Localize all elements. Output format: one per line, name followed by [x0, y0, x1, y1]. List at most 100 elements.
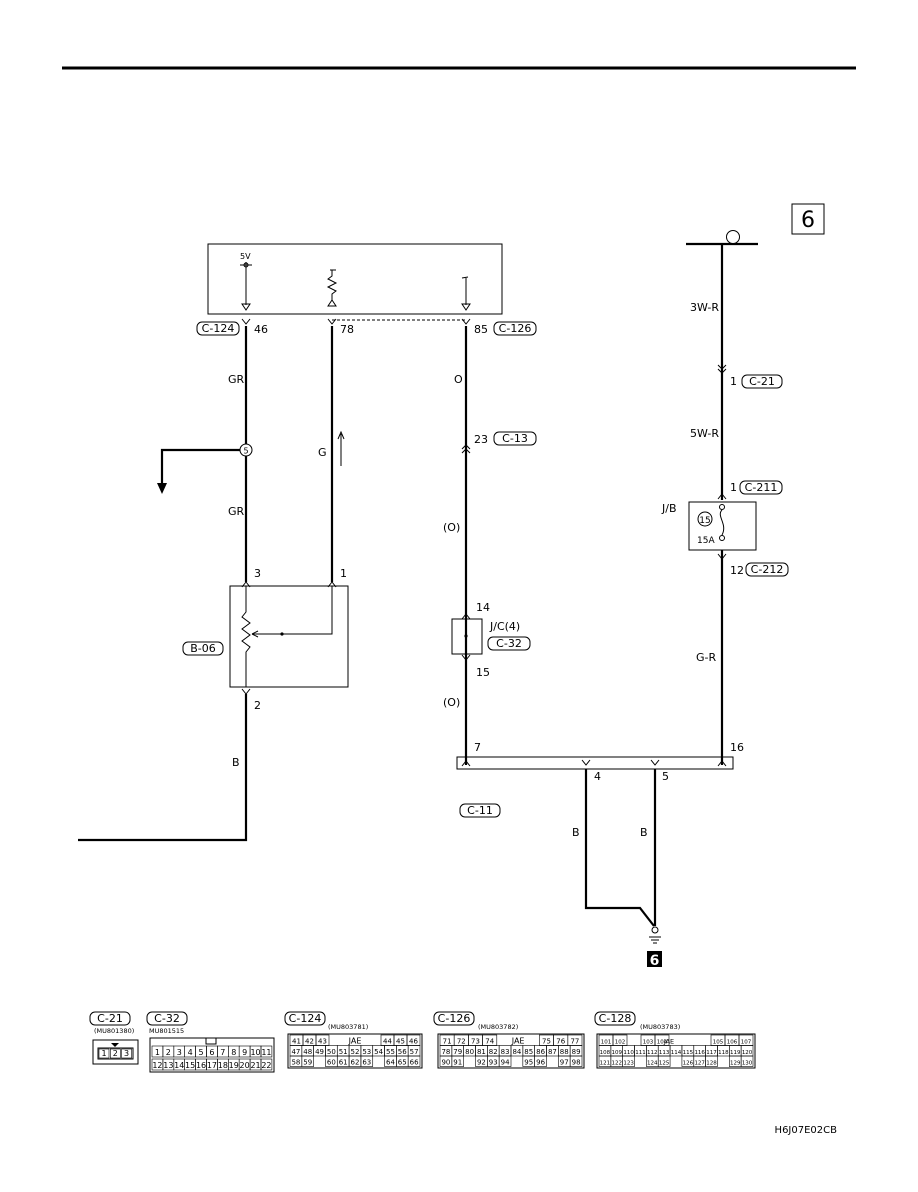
pin-label: 57 [410, 1048, 419, 1056]
svg-text:C-126: C-126 [438, 1012, 471, 1025]
wire-b-ground [78, 694, 248, 842]
wire-color-gr-2: GR [228, 505, 245, 518]
pin-label: 3 [177, 1048, 182, 1057]
pin-label: 64 [386, 1059, 395, 1067]
pin-label: 118 [718, 1050, 729, 1056]
pin-label: 83 [501, 1048, 510, 1056]
pin-label: 10 [250, 1048, 260, 1057]
pin-label: 104 [657, 1040, 668, 1046]
pin-label: 45 [396, 1038, 405, 1046]
pin-label: 2 [113, 1049, 118, 1058]
sensor-pin-3: 3 [254, 567, 261, 580]
pin-label: 127 [694, 1061, 705, 1067]
pin-label: 110 [623, 1050, 634, 1056]
terminal-4: 4 [594, 770, 601, 783]
svg-text:(MU801380): (MU801380) [94, 1027, 134, 1035]
pin-label: 11 [261, 1048, 271, 1057]
wire-color-b-1: B [232, 756, 240, 769]
connector-c126-tag: C-126 [493, 321, 537, 336]
connector-view-c128: C-128 (MU803783) [594, 1011, 756, 1069]
pin-label: 106 [727, 1040, 738, 1046]
svg-text:B-06: B-06 [190, 642, 216, 655]
pin-label: 47 [291, 1048, 300, 1056]
pin-label: 43 [318, 1038, 327, 1046]
pin-label: 95 [524, 1059, 533, 1067]
svg-text:C-126: C-126 [499, 322, 532, 335]
pin-label: 85 [524, 1048, 533, 1056]
pin-label: 75 [542, 1038, 551, 1046]
pin-label: 8 [231, 1048, 236, 1057]
pin-label: 71 [443, 1038, 452, 1046]
svg-text:C-124: C-124 [202, 322, 235, 335]
svg-text:C-21: C-21 [749, 375, 775, 388]
terminal-23: 23 [474, 433, 488, 446]
pin-cell [569, 1055, 583, 1067]
pin-label: 105 [713, 1040, 724, 1046]
connector-c21-tag: C-21 [741, 374, 783, 389]
pin-label: 82 [489, 1048, 498, 1056]
wire-color-g-r: G-R [696, 651, 716, 664]
pin-label: 97 [560, 1059, 569, 1067]
pin-label: 52 [351, 1048, 360, 1056]
wire-b-pin4 [584, 769, 655, 927]
page-number: 6 [801, 208, 815, 233]
pin-cell [98, 1048, 110, 1059]
pin-label: 126 [683, 1061, 694, 1067]
pin-label: 81 [477, 1048, 486, 1056]
pin-label: 122 [612, 1061, 623, 1067]
pin-label: 84 [512, 1048, 521, 1056]
terminal-14: 14 [476, 601, 490, 614]
connector-c13-tag: C-13 [493, 431, 537, 446]
svg-text:C-128: C-128 [599, 1012, 632, 1025]
svg-text:C-21: C-21 [97, 1012, 123, 1025]
pin-label: 96 [536, 1059, 545, 1067]
splice-5-label: 5 [243, 447, 248, 456]
ground-point-label: 6 [650, 953, 660, 969]
pin-label: 111 [635, 1050, 646, 1056]
connector-view-c21: C-21 (MU801380) [89, 1011, 139, 1065]
supply-5v-label: 5V [240, 252, 251, 261]
pin-label: 93 [489, 1059, 498, 1067]
c21-pin: 1 [730, 375, 737, 388]
pin-label: 79 [453, 1048, 462, 1056]
jb-label: J/B [661, 502, 677, 515]
pin-label: 77 [570, 1038, 579, 1046]
terminal-46: 46 [254, 323, 268, 336]
pin-label: 51 [339, 1048, 348, 1056]
pin-label: 63 [362, 1059, 371, 1067]
svg-text:C-211: C-211 [745, 481, 778, 494]
pin-label: 116 [694, 1050, 705, 1056]
pin-cell [301, 1055, 314, 1067]
svg-text:MU801515: MU801515 [149, 1027, 184, 1035]
connector-c211-tag: C-211 [739, 480, 783, 495]
pin-label: 9 [242, 1048, 247, 1057]
pin-label: 65 [398, 1059, 407, 1067]
svg-text:(MU803783): (MU803783) [640, 1023, 680, 1031]
svg-text:C-13: C-13 [502, 432, 528, 445]
c211-pin: 1 [730, 481, 737, 494]
wire-color-o-paren-2: (O) [443, 696, 460, 709]
pin-cell [360, 1055, 374, 1067]
pin-label: 72 [457, 1038, 466, 1046]
pin-label: 50 [327, 1048, 336, 1056]
pin-label: 92 [477, 1059, 486, 1067]
connector-brand-label: JAE [511, 1037, 525, 1046]
wire-color-3w-r: 3W-R [690, 301, 719, 314]
connector-b06-tag: B-06 [182, 641, 224, 656]
pin-label: 56 [398, 1048, 407, 1056]
pin-label: 109 [612, 1050, 623, 1056]
pin-label: 53 [362, 1048, 371, 1056]
pin-label: 108 [600, 1050, 611, 1056]
pin-label: 112 [647, 1050, 658, 1056]
pin-label: 66 [410, 1059, 419, 1067]
pin-label: 59 [303, 1059, 312, 1067]
pin-label: 80 [465, 1048, 474, 1056]
pin-label: 113 [659, 1050, 670, 1056]
pin-label: 14 [174, 1061, 184, 1070]
wire-color-b-3: B [640, 826, 648, 839]
pin-cell [451, 1055, 464, 1067]
pin-label: 46 [409, 1038, 418, 1046]
pin-label: 124 [647, 1061, 658, 1067]
pin-label: 89 [572, 1048, 581, 1056]
